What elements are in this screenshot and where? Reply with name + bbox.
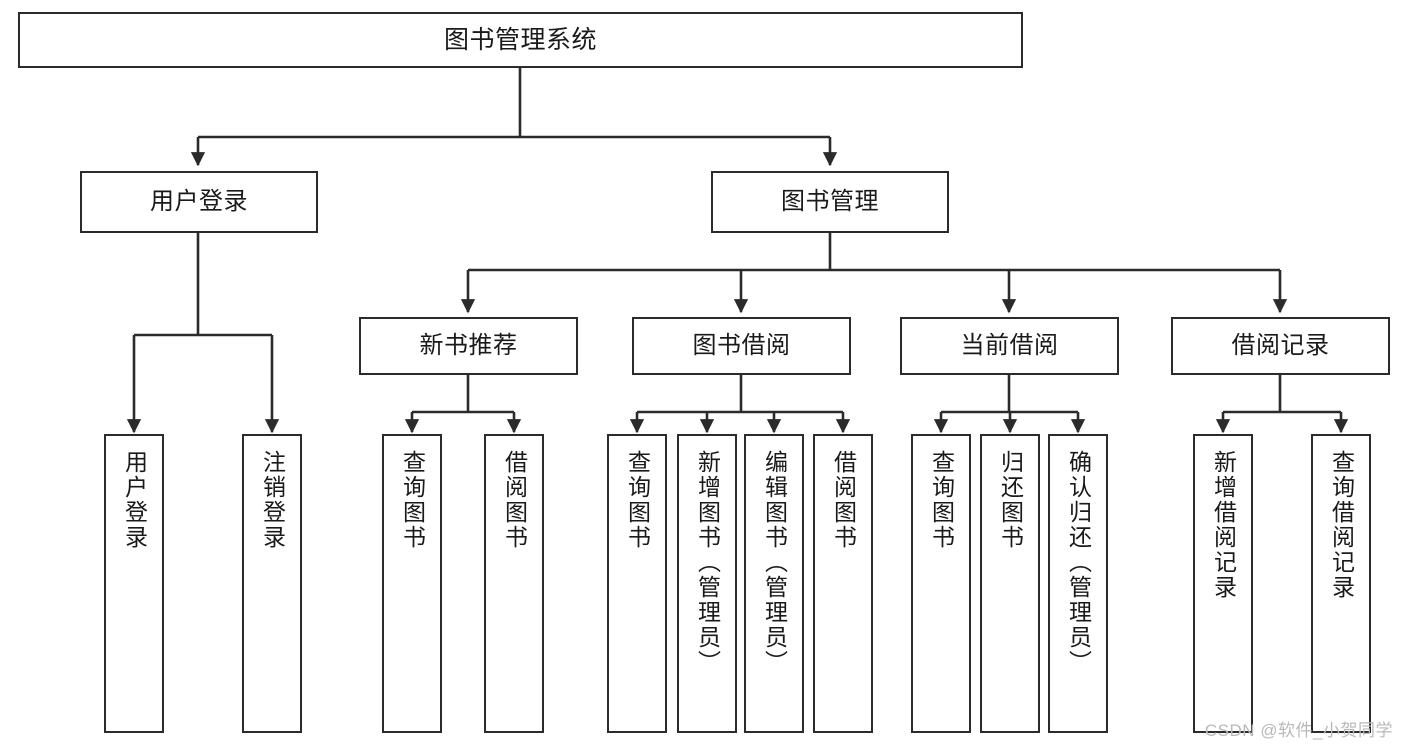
node-label: 图书管理系统: [443, 25, 597, 54]
node-label: 归还图书: [997, 450, 1024, 550]
node-label: 用户登录: [121, 450, 148, 550]
leaf-user-login[interactable]: 用户登录: [104, 434, 164, 733]
node-root-book-management-system[interactable]: 图书管理系统: [18, 12, 1023, 68]
leaf-query-borrow-record[interactable]: 查询借阅记录: [1311, 434, 1371, 733]
node-label: 新增借阅记录: [1210, 450, 1237, 600]
csdn-watermark: CSDN @软件_小贺同学: [1204, 721, 1393, 740]
leaf-edit-book-admin[interactable]: 编辑图书（管理员）: [744, 434, 804, 733]
node-label: 查询图书: [624, 450, 651, 550]
leaf-query-book-current[interactable]: 查询图书: [911, 434, 971, 733]
node-book-management[interactable]: 图书管理: [711, 171, 949, 233]
node-current-borrow[interactable]: 当前借阅: [900, 317, 1119, 375]
leaf-logout[interactable]: 注销登录: [242, 434, 302, 733]
node-label: 当前借阅: [960, 332, 1059, 360]
leaf-borrow-book-recommend[interactable]: 借阅图书: [484, 434, 544, 733]
leaf-query-book-recommend[interactable]: 查询图书: [382, 434, 442, 733]
node-label: 编辑图书（管理员）: [761, 450, 788, 675]
node-label: 新书推荐: [419, 332, 518, 360]
node-label: 新增图书（管理员）: [694, 450, 721, 675]
leaf-query-book-borrow[interactable]: 查询图书: [607, 434, 667, 733]
node-user-login[interactable]: 用户登录: [80, 171, 318, 233]
node-label: 注销登录: [259, 450, 286, 550]
node-label: 图书管理: [781, 188, 879, 216]
node-borrow-record[interactable]: 借阅记录: [1171, 317, 1390, 375]
leaf-add-book-admin[interactable]: 新增图书（管理员）: [677, 434, 737, 733]
node-label: 图书借阅: [692, 332, 791, 360]
node-label: 借阅图书: [830, 450, 857, 550]
node-label: 查询图书: [928, 450, 955, 550]
leaf-return-book[interactable]: 归还图书: [980, 434, 1040, 733]
node-label: 查询借阅记录: [1328, 450, 1355, 600]
leaf-borrow-book[interactable]: 借阅图书: [813, 434, 873, 733]
node-book-borrow[interactable]: 图书借阅: [632, 317, 851, 375]
node-label: 借阅图书: [501, 450, 528, 550]
node-new-book-recommend[interactable]: 新书推荐: [359, 317, 578, 375]
node-label: 确认归还（管理员）: [1065, 450, 1092, 675]
node-label: 用户登录: [150, 188, 248, 216]
leaf-add-borrow-record[interactable]: 新增借阅记录: [1193, 434, 1253, 733]
node-label: 借阅记录: [1231, 332, 1330, 360]
leaf-confirm-return-admin[interactable]: 确认归还（管理员）: [1048, 434, 1108, 733]
node-label: 查询图书: [399, 450, 426, 550]
